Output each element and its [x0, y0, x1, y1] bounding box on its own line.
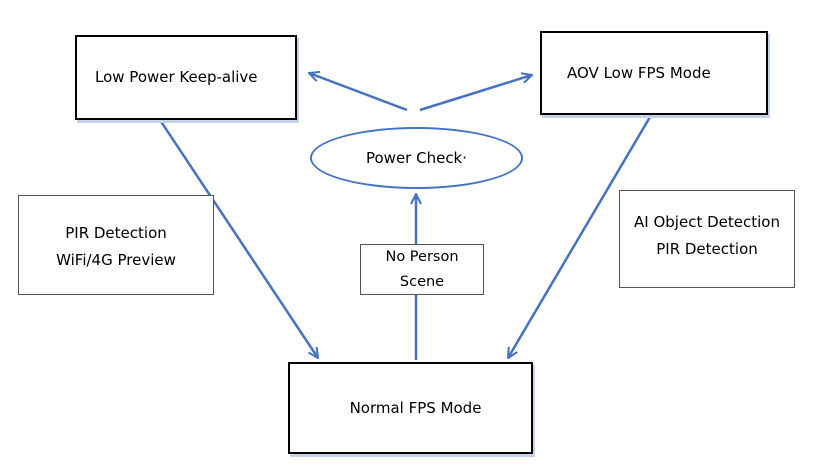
arrow-powercheck-to-aov: [419, 75, 532, 112]
ai-object-annotation-text: AI Object Detection PIR Detection: [634, 213, 780, 258]
pir-wifi-annotation-box: PIR Detection WiFi/4G Preview: [18, 195, 214, 295]
arrow-powercheck-to-lowpower: [309, 73, 408, 112]
normal-fps-mode-node: Normal FPS Mode: [288, 362, 533, 454]
pir-wifi-annotation-text: PIR Detection WiFi/4G Preview: [56, 224, 176, 269]
aov-low-fps-mode-label: AOV Low FPS Mode: [567, 63, 711, 82]
aov-low-fps-mode-node: AOV Low FPS Mode: [540, 31, 768, 115]
no-person-scene-box: No Person Scene: [360, 244, 484, 295]
power-check-node: Power Check·: [310, 127, 523, 189]
power-check-label: Power Check·: [365, 149, 468, 167]
ai-object-annotation-box: AI Object Detection PIR Detection: [619, 190, 795, 288]
normal-fps-mode-label: Normal FPS Mode: [349, 398, 482, 417]
low-power-keepalive-label: Low Power Keep-alive: [95, 68, 258, 86]
no-person-scene-label: No Person Scene: [385, 248, 459, 290]
arrow-aov-to-normal: [508, 116, 652, 358]
arrow-lowpower-to-normal: [158, 119, 318, 358]
low-power-keepalive-node: Low Power Keep-alive: [75, 35, 297, 120]
